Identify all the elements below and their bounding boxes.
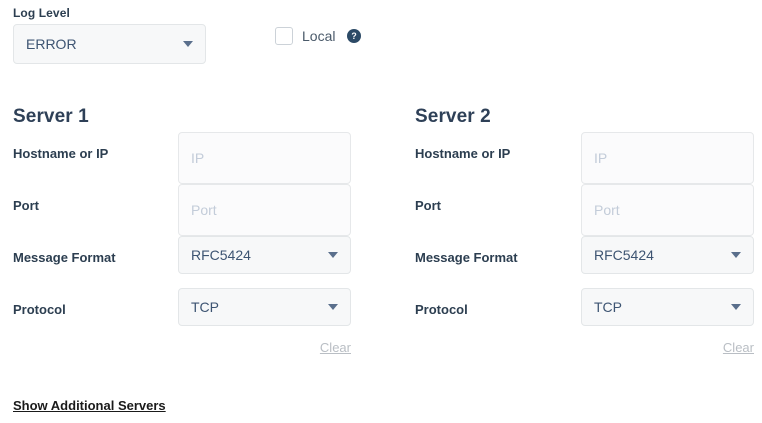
server-1-hostname-input[interactable] — [178, 132, 351, 184]
server-2-message-format-select[interactable]: RFC5424 — [581, 236, 754, 274]
server-2-hostname-input[interactable] — [581, 132, 754, 184]
top-controls-row: Log Level ERROR Local ? — [0, 0, 762, 80]
server-2-port-input[interactable] — [581, 184, 754, 236]
help-circle-icon[interactable]: ? — [347, 29, 362, 43]
server-2-title: Server 2 — [415, 106, 491, 127]
server-1-hostname-row: Hostname or IP — [13, 132, 351, 184]
server-1-message-format-value: RFC5424 — [191, 247, 251, 263]
log-level-select[interactable]: ERROR — [13, 24, 206, 64]
local-checkbox-group: Local ? — [275, 25, 362, 47]
server-1-message-format-row: Message Format RFC5424 — [13, 236, 351, 288]
chevron-down-icon — [328, 252, 338, 258]
show-additional-servers-link[interactable]: Show Additional Servers — [13, 398, 166, 413]
chevron-down-icon — [183, 41, 193, 47]
server-2-protocol-row: Protocol TCP — [415, 288, 754, 340]
server-2-clear-row: Clear — [415, 340, 754, 366]
server-1-title: Server 1 — [13, 106, 89, 127]
server-2-protocol-select[interactable]: TCP — [581, 288, 754, 326]
chevron-down-icon — [731, 304, 741, 310]
server-1-clear-link[interactable]: Clear — [319, 340, 351, 355]
server-1-port-row: Port — [13, 184, 351, 236]
server-1-protocol-value: TCP — [191, 299, 219, 315]
chevron-down-icon — [328, 304, 338, 310]
server-1-port-label: Port — [13, 198, 39, 213]
server-1-clear-row: Clear — [13, 340, 351, 366]
server-1-protocol-label: Protocol — [13, 302, 66, 317]
server-2-protocol-value: TCP — [594, 299, 622, 315]
server-1-section: Server 1 Hostname or IP Port Message For… — [13, 104, 351, 366]
server-2-message-format-value: RFC5424 — [594, 247, 654, 263]
server-1-hostname-label: Hostname or IP — [13, 146, 109, 161]
server-1-message-format-select[interactable]: RFC5424 — [178, 236, 351, 274]
server-2-port-row: Port — [415, 184, 754, 236]
chevron-down-icon — [731, 252, 741, 258]
local-checkbox[interactable] — [275, 27, 293, 45]
svg-text:?: ? — [352, 31, 357, 41]
server-2-hostname-label: Hostname or IP — [415, 146, 511, 161]
log-level-label: Log Level — [13, 6, 70, 20]
server-1-port-input[interactable] — [178, 184, 351, 236]
server-2-hostname-row: Hostname or IP — [415, 132, 754, 184]
server-2-message-format-label: Message Format — [415, 250, 518, 265]
server-2-message-format-row: Message Format RFC5424 — [415, 236, 754, 288]
server-1-protocol-select[interactable]: TCP — [178, 288, 351, 326]
server-1-protocol-row: Protocol TCP — [13, 288, 351, 340]
local-checkbox-label: Local — [302, 28, 336, 44]
server-2-clear-link[interactable]: Clear — [722, 340, 754, 355]
server-2-port-label: Port — [415, 198, 441, 213]
server-1-message-format-label: Message Format — [13, 250, 116, 265]
server-2-section: Server 2 Hostname or IP Port Message For… — [415, 104, 754, 366]
server-2-protocol-label: Protocol — [415, 302, 468, 317]
log-level-value: ERROR — [26, 36, 77, 52]
